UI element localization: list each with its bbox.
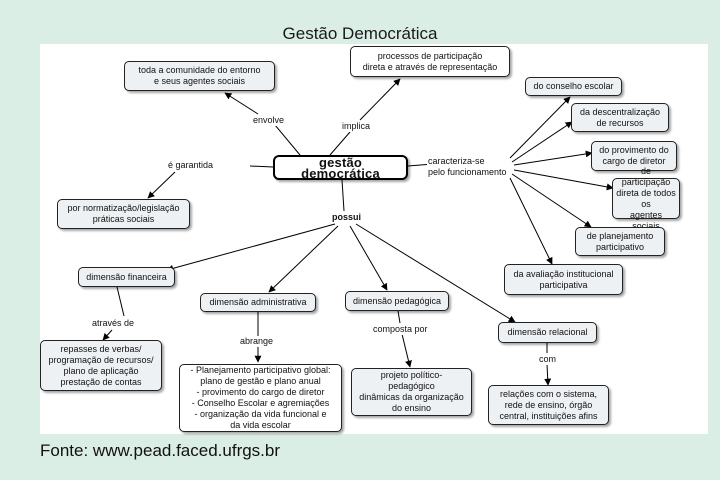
edge-caracteriza-descentralizacao [511, 121, 573, 163]
edge-center-envolve [274, 124, 301, 156]
node-processos[interactable]: processos de participação direta e atrav… [350, 46, 510, 77]
node-comunidade[interactable]: toda a comunidade do entorno e seus agen… [124, 61, 275, 91]
link-e-garantida: é garantida [167, 160, 215, 171]
node-planejamento-participativo[interactable]: de planejamento participativo [575, 227, 665, 256]
link-abrange: abrange [239, 336, 275, 347]
edge-caracteriza-provimento [513, 150, 593, 166]
edge-financeira-atraves [116, 286, 125, 317]
edge-caracteriza-participacao [513, 169, 614, 191]
node-dimensao-relacional[interactable]: dimensão relacional [498, 322, 597, 343]
edge-possui-administrativa [268, 225, 339, 293]
edge-possui-pedagogica [349, 225, 388, 291]
edge-caracteriza-avaliacao [509, 177, 553, 265]
node-avaliacao-institucional[interactable]: da avaliação institucional participativa [504, 264, 623, 295]
edge-composta-projeto [401, 333, 412, 368]
edge-possui-relacional [355, 223, 516, 323]
link-envolve: envolve [252, 115, 286, 126]
node-dimensao-financeira[interactable]: dimensão financeira [78, 267, 175, 287]
edge-com-relacoes [544, 363, 552, 386]
node-projeto-politico[interactable]: projeto político- pedagógico dinâmicas d… [351, 368, 472, 416]
node-participacao-direta[interactable]: de participação direta de todos os agent… [612, 166, 680, 231]
node-repasses[interactable]: repasses de verbas/ programação de recur… [40, 340, 162, 391]
edge-caracteriza-conselho [509, 96, 571, 159]
node-descentralizacao[interactable]: da descentralização de recursos [571, 103, 669, 132]
link-caracteriza-se: caracteriza-se pelo funcionamento [427, 156, 508, 178]
edge-pedagogica-composta [397, 310, 401, 324]
link-com: com [538, 354, 558, 365]
edge-center-possui [341, 179, 345, 212]
source-caption: Fonte: www.pead.faced.ufrgs.br [40, 441, 281, 460]
node-normatizacao[interactable]: por normatização/legislação práticas soc… [57, 199, 190, 229]
node-provimento-diretor[interactable]: do provimento do cargo de diretor [591, 141, 677, 171]
edge-possui-financeira [166, 223, 336, 272]
edge-center-implica [329, 131, 351, 156]
diagram-title: Gestão Democrática [282, 24, 438, 43]
link-implica: implica [341, 121, 372, 132]
node-dimensao-administrativa[interactable]: dimensão administrativa [200, 293, 316, 312]
edge-center-garantida [249, 165, 274, 168]
link-composta-por: composta por [372, 324, 429, 335]
edge-atraves-repasses [102, 329, 113, 341]
node-planejamento-global[interactable]: - Planejamento participativo global: pla… [179, 364, 342, 432]
edge-envolve-comunidade [224, 92, 259, 115]
edge-garantida-normatizacao [147, 171, 176, 199]
edge-caracteriza-planejamento [511, 173, 592, 228]
node-relacoes-sistema[interactable]: relações com o sistema, rede de ensino, … [488, 385, 609, 425]
node-dimensao-pedagogica[interactable]: dimensão pedagógica [345, 291, 449, 311]
link-atraves-de: através de [91, 318, 136, 329]
node-conselho-escolar[interactable]: do conselho escolar [525, 77, 622, 96]
link-possui: possui [331, 212, 363, 223]
node-gestao-democratica[interactable]: gestão democrática [273, 155, 408, 180]
edge-implica-processos [359, 78, 401, 121]
